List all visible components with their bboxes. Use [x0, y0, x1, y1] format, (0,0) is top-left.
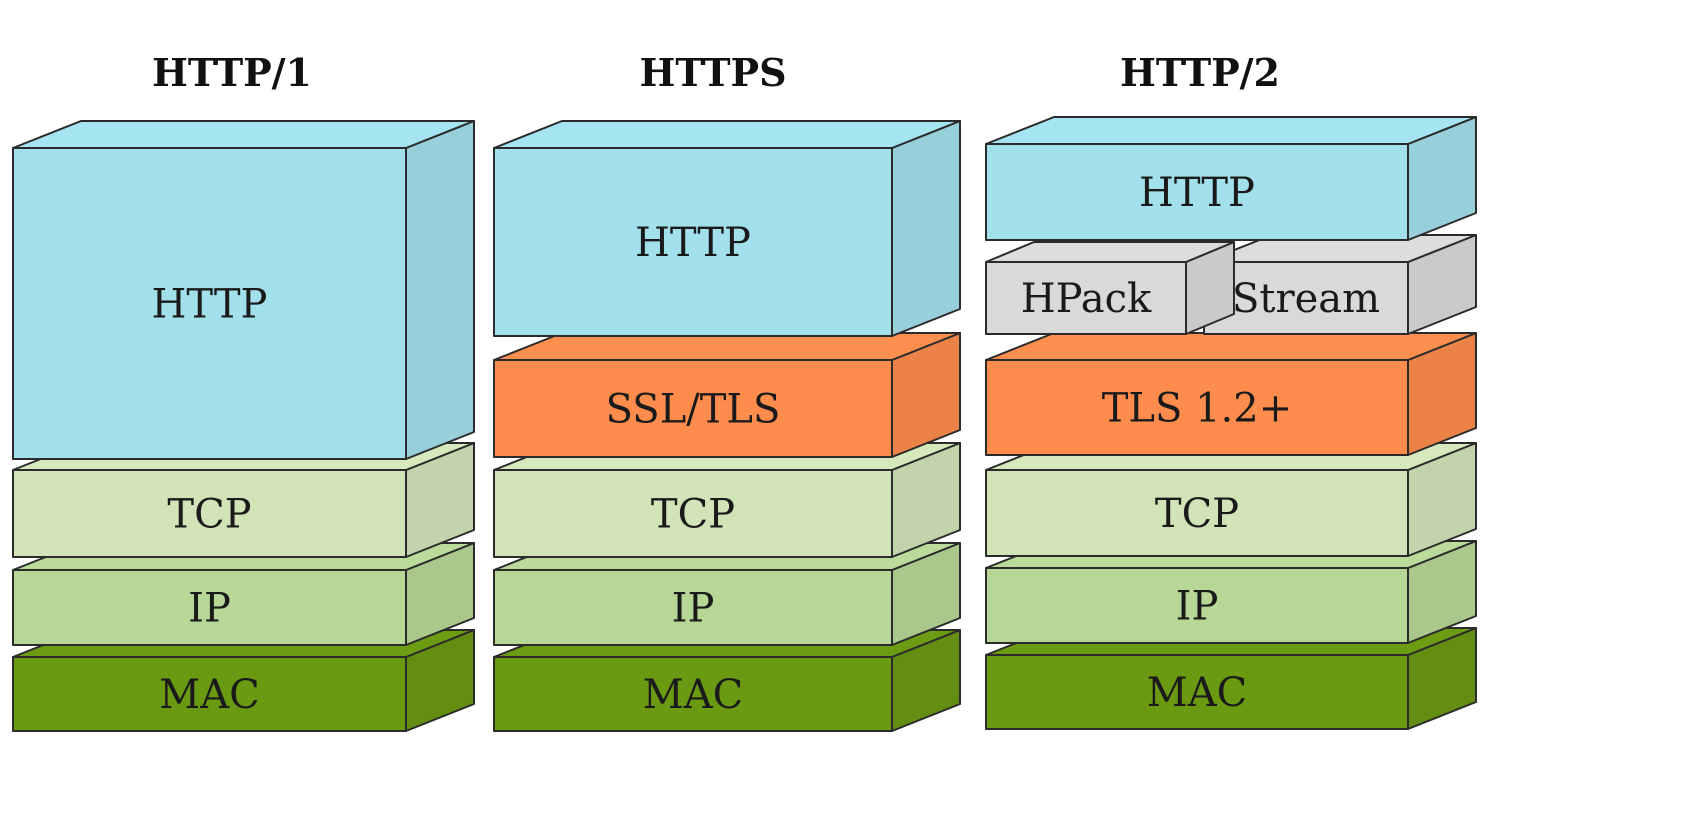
layer-http-box: HTTP	[12, 120, 475, 460]
stack-http-2: MAC IP TCP TLS 1.2+ Stream HPack HTTP	[985, 116, 1477, 730]
layer-side-face	[891, 120, 961, 337]
layer-label-ip: IP	[672, 586, 715, 632]
layer-label-hpack: HPack	[1021, 276, 1152, 322]
layer-tcp-box: TCP	[493, 442, 961, 558]
layer-http-box: HTTP	[493, 120, 961, 337]
layer-top-face	[985, 116, 1477, 145]
layer-label-ip: IP	[1176, 584, 1219, 630]
layer-front-face	[1203, 261, 1409, 335]
stack-https: MAC IP TCP SSL/TLS HTTP	[493, 120, 961, 732]
layer-label-http: HTTP	[635, 220, 751, 266]
layer-hpack-box: HPack	[985, 241, 1235, 335]
layer-front-face	[12, 569, 407, 646]
layer-label-http: HTTP	[152, 282, 268, 328]
layer-label-tls-1-2: TLS 1.2+	[1102, 386, 1293, 432]
layer-side-face	[405, 120, 475, 460]
layer-front-face	[985, 261, 1187, 335]
layer-front-face	[493, 656, 893, 732]
layer-label-tcp: TCP	[1155, 491, 1239, 537]
layer-ip-box: IP	[493, 542, 961, 646]
layer-ip-box: IP	[12, 542, 475, 646]
stack-http-1: MAC IP TCP HTTP	[12, 120, 475, 732]
layer-top-face	[493, 332, 961, 361]
layer-front-face	[985, 143, 1409, 241]
layer-tcp-box: TCP	[985, 442, 1477, 557]
layer-front-face	[12, 469, 407, 558]
layer-front-face	[985, 469, 1409, 557]
layer-front-face	[493, 147, 893, 337]
layer-ssl-tls-box: SSL/TLS	[493, 332, 961, 458]
layer-front-face	[985, 654, 1409, 730]
stack-title-https: HTTPS	[639, 50, 786, 95]
layer-label-mac: MAC	[643, 672, 743, 718]
layer-label-mac: MAC	[1147, 670, 1247, 716]
layer-front-face	[985, 567, 1409, 644]
layer-tcp-box: TCP	[12, 442, 475, 558]
layer-label-mac: MAC	[159, 672, 259, 718]
layer-front-face	[12, 147, 407, 460]
layer-front-face	[493, 469, 893, 558]
layer-label-ssl-tls: SSL/TLS	[606, 387, 781, 433]
layer-stream-box: Stream	[1203, 234, 1477, 335]
layer-label-ip: IP	[188, 586, 231, 632]
layer-top-face	[985, 332, 1477, 361]
layer-label-stream: Stream	[1232, 276, 1380, 322]
layer-label-tcp: TCP	[167, 492, 251, 538]
layer-tls-1-2-box: TLS 1.2+	[985, 332, 1477, 456]
layer-label-tcp: TCP	[651, 492, 735, 538]
layer-front-face	[12, 656, 407, 732]
layer-label-http: HTTP	[1139, 170, 1255, 216]
layer-top-face	[493, 120, 961, 149]
layer-top-face	[12, 120, 475, 149]
layer-front-face	[493, 359, 893, 458]
layer-http-box: HTTP	[985, 116, 1477, 241]
layer-front-face	[493, 569, 893, 646]
layer-front-face	[985, 359, 1409, 456]
stack-title-http-2: HTTP/2	[1120, 50, 1280, 95]
stack-title-http-1: HTTP/1	[152, 50, 312, 95]
